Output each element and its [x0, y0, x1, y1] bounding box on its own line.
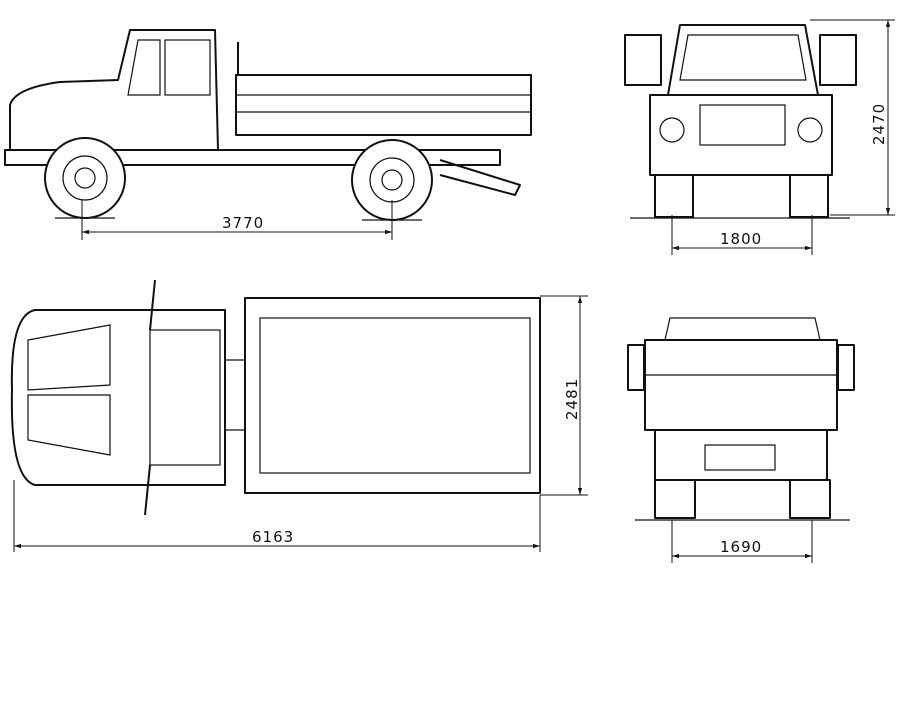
- side-frame: [4, 149, 501, 166]
- dimension-front-track: 1800: [671, 215, 813, 255]
- front-left-mirror: [624, 34, 662, 86]
- dimension-rear-track: 1690: [671, 520, 813, 563]
- dimension-wheelbase: 3770: [81, 200, 393, 240]
- rear-view: [627, 317, 855, 521]
- rear-right-wheels: [789, 479, 831, 519]
- rear-left-wheels: [654, 479, 696, 519]
- side-view: [4, 29, 532, 221]
- front-right-wheel: [789, 174, 829, 218]
- dimension-height: 2470: [810, 19, 895, 216]
- rear-chassis: [654, 429, 828, 481]
- side-door-window: [164, 39, 211, 96]
- dimension-label-width: 2481: [563, 378, 581, 420]
- dimension-length: 6163: [13, 480, 541, 552]
- rear-right-mirror: [837, 344, 855, 391]
- dimension-label-wheelbase: 3770: [222, 214, 264, 232]
- top-view: [10, 279, 541, 516]
- top-dump-body: [244, 297, 541, 494]
- front-view: [624, 24, 857, 219]
- front-right-mirror: [819, 34, 857, 86]
- front-right-headlight: [797, 117, 823, 143]
- front-left-headlight: [659, 117, 685, 143]
- front-left-wheel: [654, 174, 694, 218]
- dimension-label-rear-track: 1690: [720, 538, 762, 556]
- top-cab-roof: [149, 329, 221, 466]
- dimension-width: 2481: [540, 295, 588, 496]
- side-hood: [9, 29, 219, 151]
- front-hood: [649, 94, 833, 176]
- rear-bumper: [704, 444, 776, 471]
- dimension-label-front-track: 1800: [720, 230, 762, 248]
- top-cab: [10, 309, 226, 486]
- rear-left-mirror: [627, 344, 645, 391]
- dimension-label-length: 6163: [252, 528, 294, 546]
- front-grille: [699, 104, 786, 146]
- dimension-label-height: 2470: [870, 103, 888, 145]
- side-cab-window: [127, 39, 161, 96]
- side-front-wheel: [44, 137, 126, 219]
- side-dump-body: [235, 74, 532, 136]
- rear-dump-body: [644, 339, 838, 431]
